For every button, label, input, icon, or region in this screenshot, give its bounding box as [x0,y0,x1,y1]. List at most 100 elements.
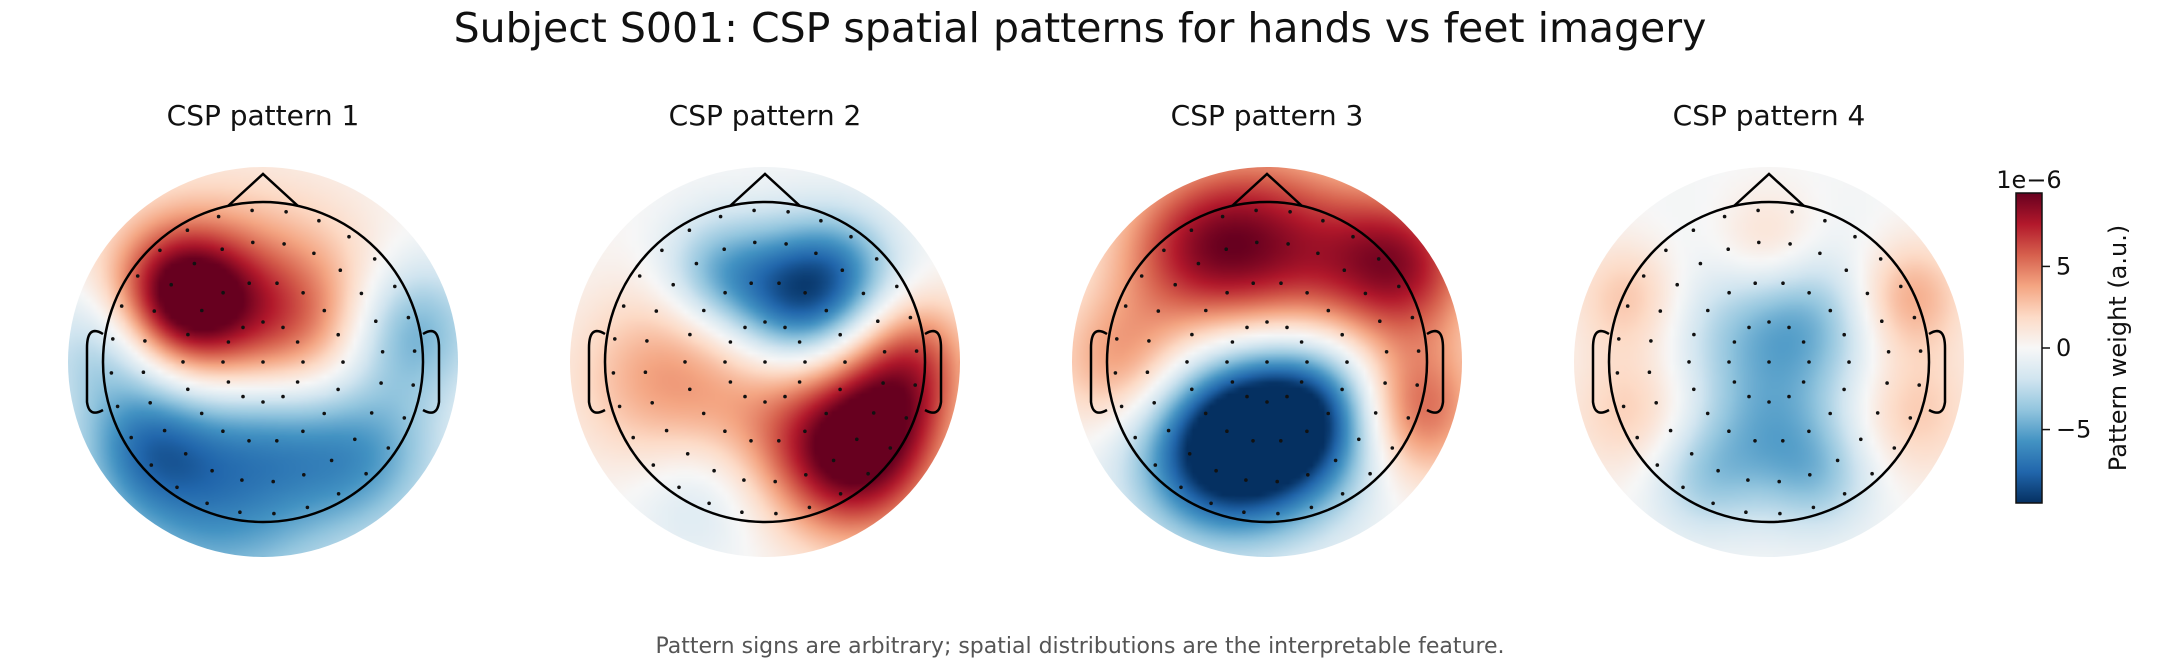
sensor-marker [1299,340,1304,344]
sensor-marker [1908,416,1913,420]
sensor-marker [1664,248,1668,253]
sensor-marker [613,337,617,341]
sensor-marker [1209,501,1213,506]
sensor-marker [1617,337,1621,341]
sensor-marker [838,332,842,337]
sensor-marker [1756,208,1760,213]
sensor-marker [1778,511,1782,516]
sensor-marker [1847,360,1851,364]
sensor-marker [654,309,659,313]
footnote: Pattern signs are arbitrary; spatial dis… [655,634,1505,659]
sensor-marker [1787,325,1791,330]
sensor-marker [1727,429,1731,434]
topomap-panel: CSP pattern 3 [1072,99,1462,557]
sensor-marker [807,505,812,510]
sensor-marker [1828,308,1833,313]
sensor-marker [814,251,818,256]
sensor-marker [374,319,378,324]
sensor-marker [216,214,221,219]
sensor-marker [141,370,146,375]
sensor-marker [1706,308,1710,313]
sensor-marker [1801,380,1806,384]
sensor-marker [1410,315,1415,320]
sensor-marker [183,452,188,456]
sensor-marker [1621,404,1626,409]
sensor-marker [702,308,706,313]
head-outline [101,200,425,524]
sensor-marker [895,284,899,289]
sensor-marker [749,439,753,443]
sensor-marker [1654,401,1658,405]
sensor-marker [1145,370,1150,375]
sensor-marker [1781,281,1785,286]
sensor-marker [784,242,788,246]
sensor-marker [402,416,407,420]
sensor-marker [1835,458,1840,463]
sensor-marker [158,248,162,253]
sensor-marker [1340,492,1345,496]
sensor-marker [1242,510,1246,514]
sensor-marker [1747,394,1751,399]
sensor-marker [275,281,279,286]
sensor-marker [336,387,340,392]
sensor-marker [247,439,251,443]
sensor-marker [687,228,692,232]
panel-title: CSP pattern 3 [1171,99,1364,132]
sensor-marker [261,400,265,404]
sensor-marker [1279,281,1283,286]
sensor-marker [1203,411,1208,416]
sensor-marker [1415,383,1419,387]
sensor-marker [109,371,114,375]
sensor-marker [773,479,777,484]
sensor-marker [115,404,120,409]
sensor-marker [1767,360,1771,364]
sensor-marker [740,510,744,514]
sensor-marker [162,428,167,433]
sensor-marker [1787,394,1791,399]
sensor-marker [783,325,787,330]
sensor-marker [1691,228,1696,232]
sensor-marker [1853,234,1857,239]
sensor-marker [1321,218,1325,223]
sensor-marker [341,360,345,364]
sensor-marker [111,337,115,341]
sensor-marker [1899,284,1903,289]
sensor-marker [1276,511,1280,516]
sensor-marker [908,315,913,320]
sensor-marker [749,281,753,286]
sensor-marker [220,247,224,251]
ear-outline [1928,329,1947,414]
sensor-marker [380,350,385,354]
sensor-marker [621,304,626,308]
sensor-marker [631,435,635,440]
sensor-marker [406,315,411,320]
sensor-marker [322,308,327,313]
sensor-marker [281,325,285,330]
sensor-marker [1918,349,1923,353]
topomap-panel: CSP pattern 2 [570,99,960,557]
sensor-marker [777,439,781,443]
sensor-marker [1732,340,1737,344]
sensor-marker [707,501,711,506]
sensor-marker [1781,439,1785,443]
sensor-marker [1687,360,1691,364]
sensor-marker [221,429,225,434]
sensor-marker [372,257,377,261]
sensor-marker [186,387,190,392]
sensor-marker [1265,400,1269,404]
sensor-marker [1807,291,1811,295]
ear-outline [422,329,441,414]
sensor-marker [1166,428,1171,433]
sensor-marker [1878,257,1883,261]
sensor-marker [353,437,357,442]
sensor-marker [1204,308,1208,313]
sensor-marker [1185,360,1189,364]
sensor-marker [1305,291,1309,295]
sensor-marker [1406,416,1411,420]
sensor-marker [763,400,767,404]
sensor-marker [135,274,140,278]
sensor-marker [871,411,876,415]
sensor-marker [1744,510,1748,514]
sensor-marker [1244,478,1248,482]
panel-title: CSP pattern 4 [1673,99,1866,132]
